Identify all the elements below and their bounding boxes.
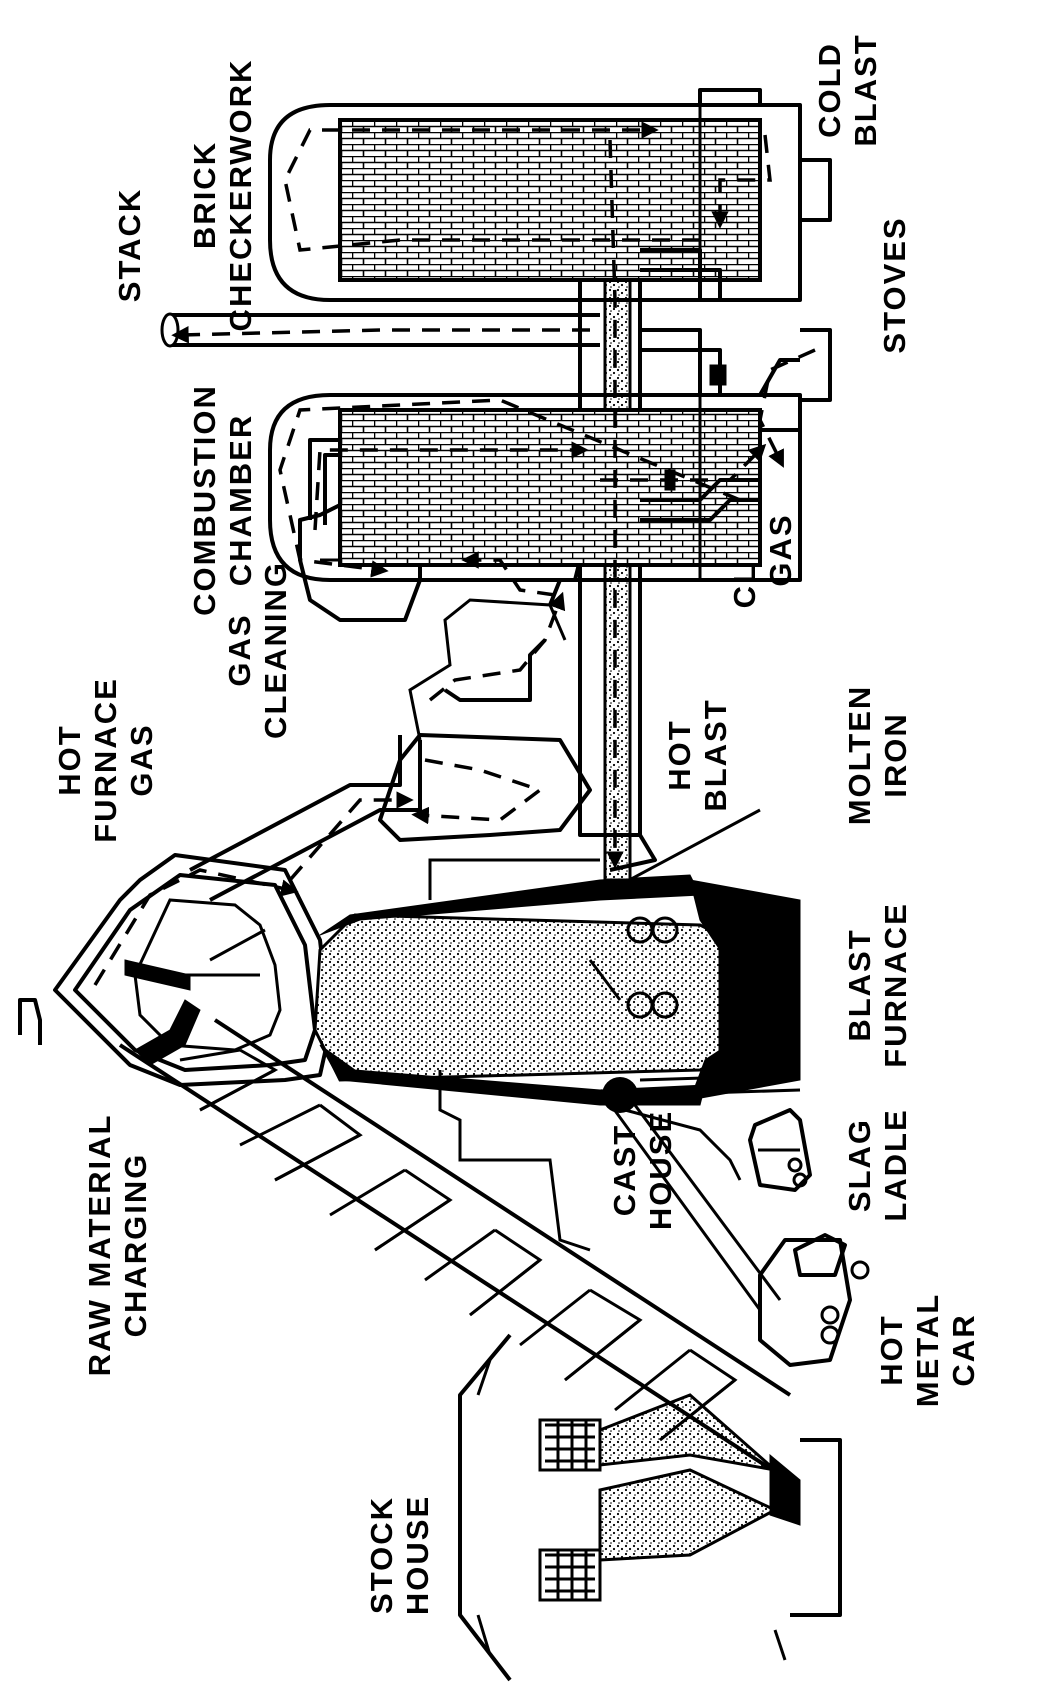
label-line: COLD [812, 42, 847, 138]
gas-flow-arrows [93, 121, 816, 986]
hot-metal-car [758, 1233, 870, 1367]
stove-2 [268, 103, 802, 302]
label-cold-blast: COLDBLAST [812, 33, 883, 146]
label-line: METAL [910, 1293, 945, 1407]
label-line: SLAG [842, 1118, 877, 1212]
stock-house [458, 1333, 842, 1682]
label-line: STOCK [364, 1496, 399, 1614]
label-molten-iron: MOLTENIRON [842, 685, 913, 826]
label-line: STACK [112, 188, 147, 302]
label-line: HOT [662, 719, 697, 790]
label-line: BLAST [848, 33, 883, 146]
label-hot-furnace-gas: HOTFURNACEGAS [52, 677, 159, 843]
label-line: GAS [222, 613, 257, 686]
label-line: COMBUSTION [187, 384, 222, 616]
label-gas-cleaning: GASCLEANING [222, 561, 293, 739]
skip-bridge [118, 1018, 792, 1477]
label-line: CHAMBER [223, 414, 258, 586]
label-line: STOVES [877, 216, 912, 353]
label-line: CAR [946, 1313, 981, 1386]
label-hot-blast: HOTBLAST [662, 698, 733, 811]
slag-ladle [748, 1108, 812, 1192]
label-line: CAST [607, 1124, 642, 1216]
label-stack: STACK [112, 188, 147, 302]
label-line: IRON [878, 712, 913, 798]
label-line: HOUSE [643, 1110, 678, 1230]
label-line: FURNACE [878, 902, 913, 1068]
label-line: RAW MATERIAL [82, 1114, 117, 1377]
label-line: BLAST [842, 928, 877, 1041]
cast-house [598, 1077, 782, 1311]
label-combustion-chamber: COMBUSTIONCHAMBER [187, 384, 258, 616]
stack [160, 312, 600, 348]
label-line: LADLE [878, 1108, 913, 1221]
label-line: GAS [124, 723, 159, 796]
label-brick-checkerwork: BRICKCHECKERWORK [187, 59, 258, 332]
label-blast-furnace: BLASTFURNACE [842, 902, 913, 1068]
label-line: GAS [763, 513, 798, 586]
label-stoves: STOVES [877, 216, 912, 353]
label-raw-material-charging: RAW MATERIALCHARGING [82, 1114, 153, 1377]
label-line: BLAST [698, 698, 733, 811]
label-line: HOT [52, 724, 87, 795]
label-cast-house: CASTHOUSE [607, 1110, 678, 1230]
stove-1 [268, 393, 802, 582]
blast-furnace [18, 808, 801, 1252]
label-line: CHARGING [118, 1153, 153, 1338]
label-stock-house: STOCKHOUSE [364, 1495, 435, 1615]
label-slag-ladle: SLAGLADLE [842, 1108, 913, 1221]
label-line: CHECKERWORK [223, 59, 258, 332]
label-line: CLEANING [258, 561, 293, 739]
label-line: FURNACE [88, 677, 123, 843]
label-line: HOUSE [400, 1495, 435, 1615]
label-line: BRICK [187, 141, 222, 249]
label-line: MOLTEN [842, 685, 877, 826]
label-line: HOT [874, 1314, 909, 1385]
label-hot-metal-car: HOTMETALCAR [874, 1293, 981, 1407]
